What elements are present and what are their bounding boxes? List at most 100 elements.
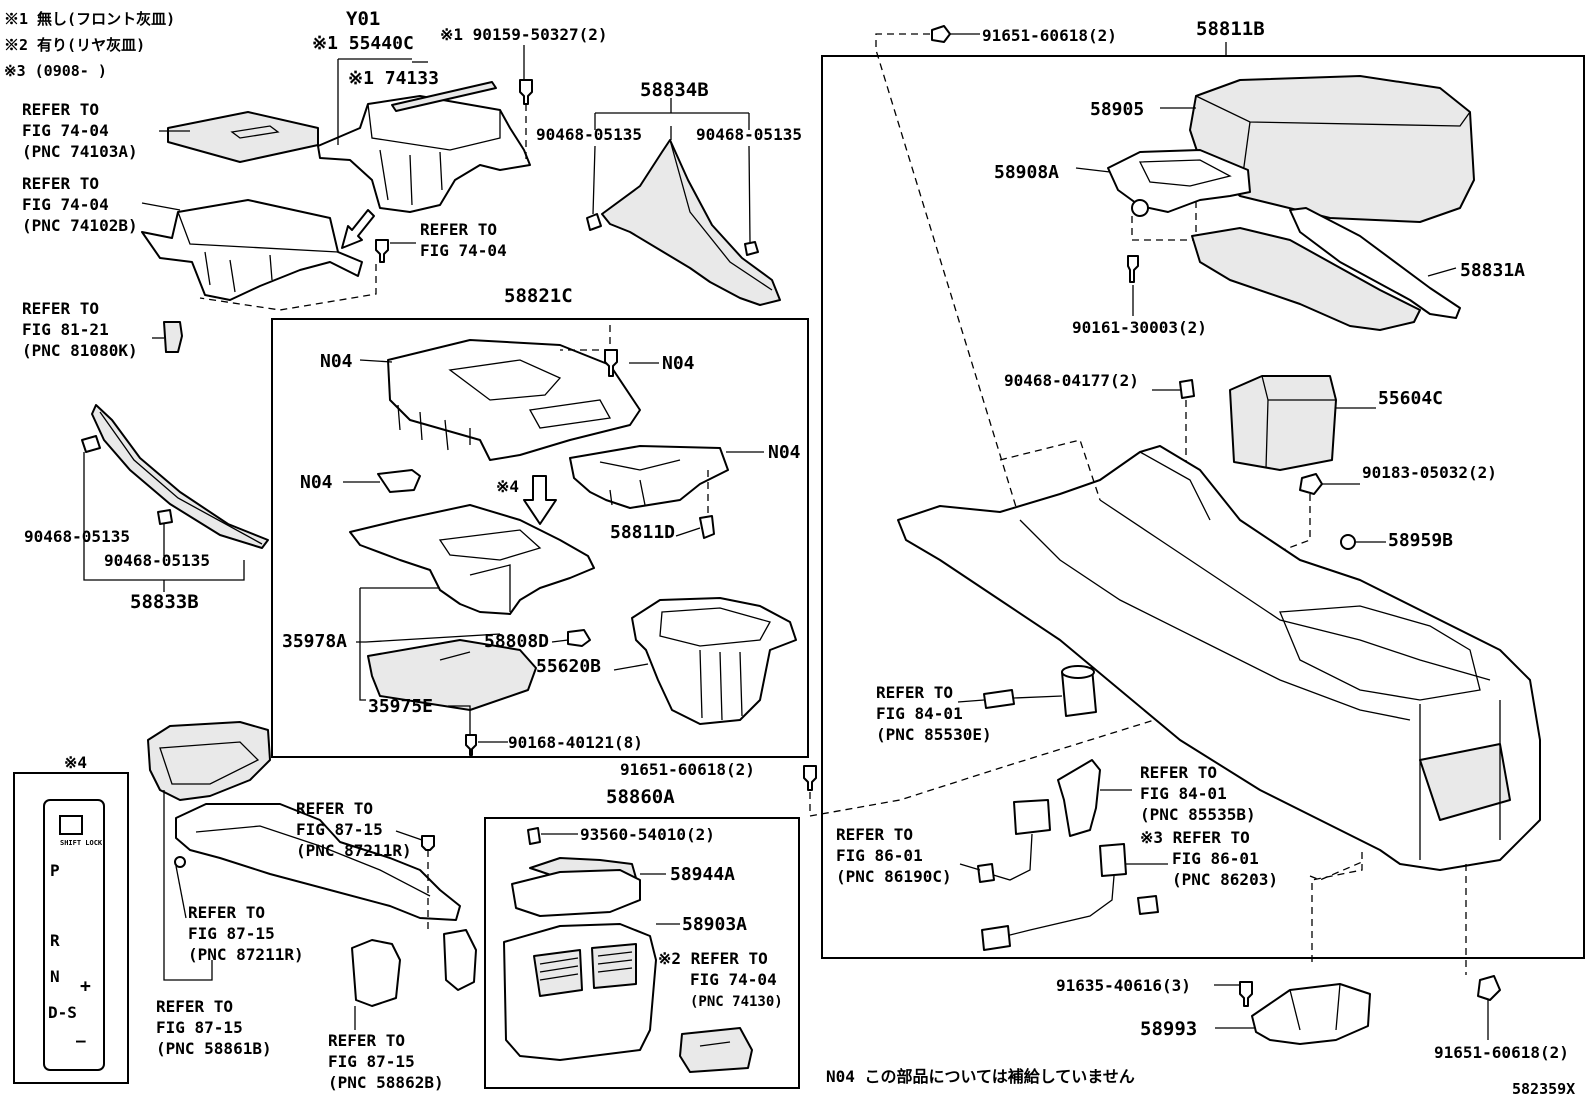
label-ref-86190c-1: REFER TO: [836, 825, 913, 844]
label-58821c: 58821C: [504, 285, 573, 307]
strip-74133: [391, 81, 497, 112]
label-ref-85530e-2: FIG 84-01: [876, 704, 963, 723]
label-ref-74130-1: ※2 REFER TO: [658, 949, 768, 968]
footer-note: N04 この部品については補給していません: [826, 1067, 1135, 1086]
label-ref-85530e-1: REFER TO: [876, 683, 953, 702]
label-58834b: 58834B: [640, 79, 709, 101]
label-ref-74103a-1: REFER TO: [22, 100, 99, 119]
screw-91651-mid: [803, 765, 817, 791]
label-ref-85530e-3: (PNC 85530E): [876, 725, 992, 744]
clip-58959b: [1340, 534, 1356, 550]
clip-n04: [377, 469, 421, 493]
label-90159: ※1 90159-50327(2): [440, 25, 608, 44]
label-90468-a: 90468-05135: [536, 125, 642, 144]
label-91651-top: 91651-60618(2): [982, 26, 1117, 45]
label-ref-86203-3: (PNC 86203): [1172, 870, 1278, 889]
label-ref-81080k-2: FIG 81-21: [22, 320, 109, 339]
label-90468-b: 90468-05135: [696, 125, 802, 144]
note-1: ※1 無し(フロント灰皿): [4, 10, 175, 28]
clip-87211r-b: [174, 856, 186, 868]
label-ref-58862b-2: FIG 87-15: [328, 1052, 415, 1071]
label-ref-87211r-a3: (PNC 87211R): [296, 841, 412, 860]
label-ref-74130-2: FIG 74-04: [690, 970, 777, 989]
label-35978a: 35978A: [282, 631, 347, 652]
label-ref-74103a-3: (PNC 74103A): [22, 142, 138, 161]
clip-58811d: [699, 515, 715, 539]
label-74133: ※1 74133: [348, 68, 439, 89]
label-ref-58862b-1: REFER TO: [328, 1031, 405, 1050]
label-ref-87211r-b1: REFER TO: [188, 903, 265, 922]
label-n04-c: N04: [768, 442, 801, 463]
cover-58944a: [511, 869, 641, 917]
shift-panel-box: [13, 772, 129, 1084]
switch-86190c: [1013, 799, 1051, 835]
lining-58831a: [1191, 227, 1421, 331]
label-ref-87211r-b2: FIG 87-15: [188, 924, 275, 943]
label-ref-58861b-1: REFER TO: [156, 997, 233, 1016]
console-body-58811b: [897, 445, 1541, 871]
label-ref-74102b-3: (PNC 74102B): [22, 216, 138, 235]
label-58831a: 58831A: [1460, 260, 1525, 281]
cupholder-55620b: [631, 597, 797, 725]
shift-plus: +: [80, 976, 91, 997]
label-ref-85535b-3: (PNC 85535B): [1140, 805, 1256, 824]
label-58905: 58905: [1090, 99, 1144, 120]
screw-n04: [604, 349, 618, 377]
clip-90468-a: [586, 213, 602, 231]
connector-85530e: [983, 689, 1015, 709]
vent-left: [533, 949, 583, 997]
clip-90468-d: [157, 509, 173, 525]
label-58944a: 58944A: [670, 864, 735, 885]
clip-90468-04177: [1179, 379, 1195, 399]
label-55440c: ※1 55440C: [312, 33, 414, 54]
label-ref-86190c-2: FIG 86-01: [836, 846, 923, 865]
label-90183: 90183-05032(2): [1362, 463, 1497, 482]
shift-gate-outline: [43, 799, 105, 1071]
armrest-lid-58905: [1189, 75, 1475, 223]
assembly-arrow: [341, 209, 375, 249]
label-58811b: 58811B: [1196, 18, 1265, 40]
shift-pos-r: R: [50, 931, 60, 950]
label-93560: 93560-54010(2): [580, 825, 715, 844]
clip-90183: [1299, 473, 1323, 495]
label-y01: Y01: [346, 8, 380, 30]
label-ref-81080k-3: (PNC 81080K): [22, 341, 138, 360]
assembly-arrow-4: [523, 475, 557, 525]
shift-lock-label: SHIFT LOCK: [60, 839, 103, 847]
label-91651-bot: 91651-60618(2): [1434, 1043, 1569, 1062]
label-91635: 91635-40616(3): [1056, 976, 1191, 995]
screw-91635: [1239, 981, 1253, 1007]
label-35975e: 35975E: [368, 696, 433, 717]
clip-90468-c: [81, 435, 101, 453]
label-ref-58861b-2: FIG 87-15: [156, 1018, 243, 1037]
plate-35975e: [367, 639, 537, 711]
figure-code: 582359X: [1512, 1080, 1575, 1098]
label-58993: 58993: [1140, 1018, 1197, 1040]
screw-90159: [519, 79, 533, 105]
screw-90168: [465, 734, 477, 756]
side-trim-58862b: [351, 939, 401, 1007]
label-58908a: 58908A: [994, 162, 1059, 183]
label-90468-c: 90468-05135: [24, 527, 130, 546]
label-55620b: 55620B: [536, 656, 601, 677]
bracket-35978a: [349, 504, 595, 615]
label-n04-d: N04: [300, 472, 333, 493]
label-ref-7404-2: FIG 74-04: [420, 241, 507, 260]
connector-81080k: [163, 321, 183, 353]
bulb-58808d: [567, 629, 591, 647]
label-58808d: 58808D: [484, 631, 549, 652]
shift-pos-n: N: [50, 967, 60, 986]
label-ref-86190c-3: (PNC 86190C): [836, 867, 952, 886]
label-ref-87211r-b3: (PNC 87211R): [188, 945, 304, 964]
label-ref-86203-1: ※3 REFER TO: [1140, 828, 1250, 847]
bezel-upper: [147, 721, 271, 801]
clip-93560: [527, 827, 541, 845]
label-ref-85535b-2: FIG 84-01: [1140, 784, 1227, 803]
label-ref-58861b-3: (PNC 58861B): [156, 1039, 272, 1058]
plate-n04: [569, 445, 729, 509]
hinge-58908a: [1107, 149, 1251, 213]
label-ref-74102b-2: FIG 74-04: [22, 195, 109, 214]
trim-58833b: [91, 404, 269, 549]
note-3: ※3 (0908- ): [4, 62, 107, 80]
